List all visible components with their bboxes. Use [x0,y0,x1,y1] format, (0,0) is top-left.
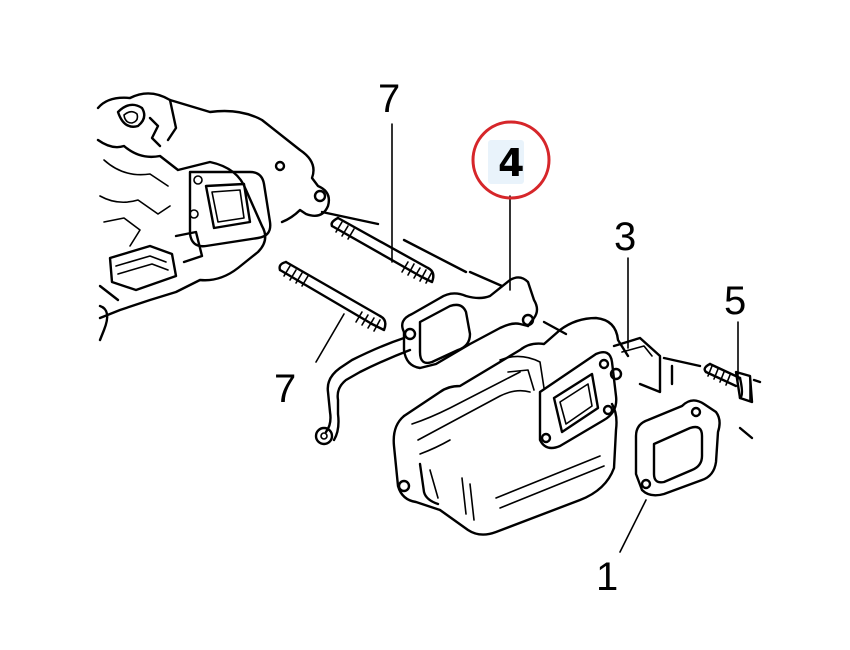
label-bolt: 5 [724,279,746,323]
label-gasket-highlighted: 4 [498,141,524,185]
gasket-lower [634,399,721,497]
gasket-upper [314,276,539,446]
stud-upper [330,216,435,284]
highlight-box [488,140,524,184]
centerlines [320,210,762,440]
leader-lines [315,123,739,553]
label-stud-lower: 7 [274,367,296,411]
label-gasket-lower: 1 [596,555,618,599]
label-manifold: 3 [614,215,636,259]
engine-block [96,92,331,342]
stud-lower [278,260,387,332]
bolt [703,362,754,404]
highlight-circle [471,120,551,200]
exhaust-manifold [392,316,662,536]
label-stud-upper: 7 [378,77,400,121]
highlight-callout [471,120,551,200]
